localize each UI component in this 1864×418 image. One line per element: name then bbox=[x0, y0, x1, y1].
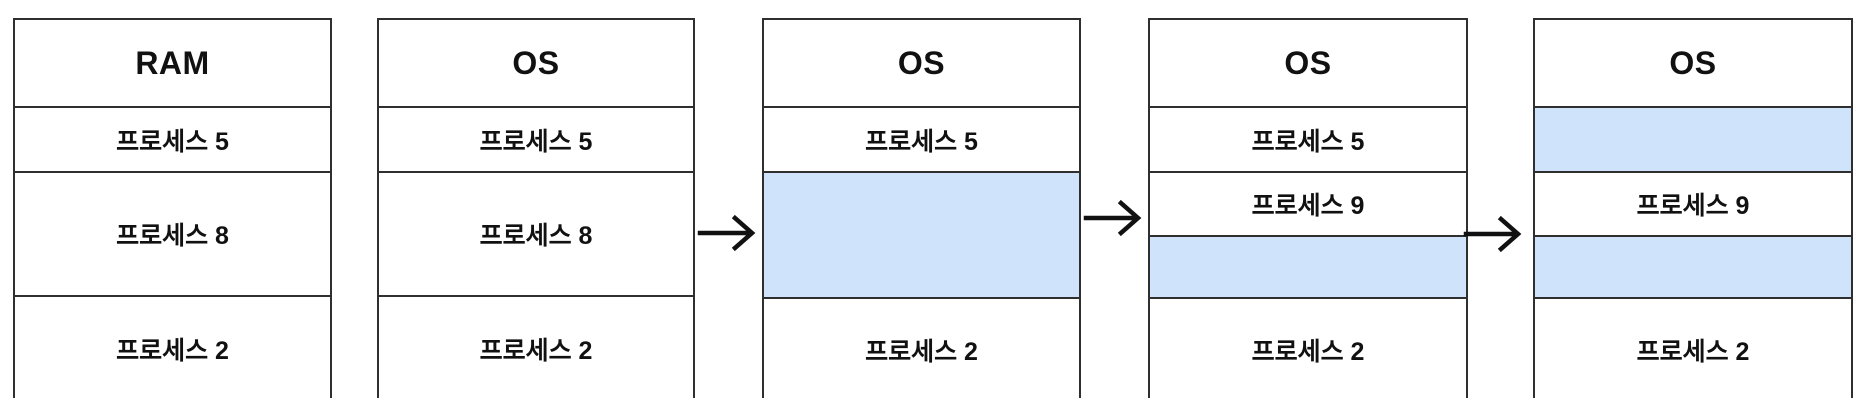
block-label: 프로세스 2 bbox=[865, 337, 978, 366]
memory-box-os-3: OS 프로세스 5 프로세스 9 프로세스 2 bbox=[1148, 18, 1468, 400]
block-label: 프로세스 2 bbox=[479, 336, 593, 365]
memory-block-process-2: 프로세스 2 bbox=[1535, 297, 1851, 400]
block-label: 프로세스 8 bbox=[116, 222, 229, 250]
memory-block-process-2: 프로세스 2 bbox=[15, 295, 330, 400]
header-label: OS bbox=[1669, 44, 1717, 81]
memory-block-process-2: 프로세스 2 bbox=[379, 295, 693, 400]
block-label: 프로세스 5 bbox=[479, 127, 593, 156]
block-label: 프로세스 8 bbox=[479, 222, 593, 250]
memory-block-free bbox=[1150, 235, 1466, 297]
right-arrow-icon bbox=[1083, 199, 1142, 237]
memory-box-header: OS bbox=[1150, 20, 1466, 106]
right-arrow-icon bbox=[1463, 215, 1522, 253]
memory-block-free bbox=[1535, 106, 1851, 171]
memory-block-process-8: 프로세스 8 bbox=[15, 171, 330, 295]
memory-box-os-1: OS 프로세스 5 프로세스 8 프로세스 2 bbox=[377, 18, 695, 400]
block-label: 프로세스 5 bbox=[116, 127, 229, 156]
block-label: 프로세스 2 bbox=[1636, 337, 1750, 366]
memory-block-process-2: 프로세스 2 bbox=[1150, 297, 1466, 400]
memory-box-header: OS bbox=[764, 20, 1079, 106]
memory-box-header: RAM bbox=[15, 20, 330, 106]
block-label: 프로세스 5 bbox=[1251, 127, 1365, 156]
memory-box-os-4: OS 프로세스 9 프로세스 2 bbox=[1533, 18, 1853, 400]
step-arrow-2 bbox=[1083, 196, 1147, 240]
block-label: 프로세스 9 bbox=[1251, 192, 1365, 220]
memory-block-process-9: 프로세스 9 bbox=[1535, 171, 1851, 235]
memory-block-process-5: 프로세스 5 bbox=[379, 106, 693, 171]
memory-box-header: OS bbox=[379, 20, 693, 106]
header-label: OS bbox=[897, 44, 946, 81]
block-label: 프로세스 9 bbox=[1636, 192, 1750, 220]
block-label: 프로세스 2 bbox=[116, 336, 229, 365]
block-label: 프로세스 5 bbox=[865, 127, 978, 156]
step-arrow-1 bbox=[697, 211, 761, 255]
block-label: 프로세스 2 bbox=[1251, 337, 1365, 366]
memory-block-free bbox=[1535, 235, 1851, 297]
memory-block-process-5: 프로세스 5 bbox=[15, 106, 330, 171]
memory-box-ram: RAM 프로세스 5 프로세스 8 프로세스 2 bbox=[13, 18, 332, 400]
memory-box-os-2: OS 프로세스 5 프로세스 2 bbox=[762, 18, 1081, 400]
header-label: OS bbox=[512, 44, 560, 81]
memory-block-process-5: 프로세스 5 bbox=[1150, 106, 1466, 171]
memory-block-process-5: 프로세스 5 bbox=[764, 106, 1079, 171]
memory-block-process-8: 프로세스 8 bbox=[379, 171, 693, 295]
memory-box-header: OS bbox=[1535, 20, 1851, 106]
header-label: OS bbox=[1284, 44, 1332, 81]
step-arrow-3 bbox=[1463, 212, 1527, 256]
memory-block-process-9: 프로세스 9 bbox=[1150, 171, 1466, 235]
right-arrow-icon bbox=[697, 214, 756, 252]
memory-block-free bbox=[764, 171, 1079, 297]
memory-block-process-2: 프로세스 2 bbox=[764, 297, 1079, 400]
header-label: RAM bbox=[135, 44, 210, 81]
